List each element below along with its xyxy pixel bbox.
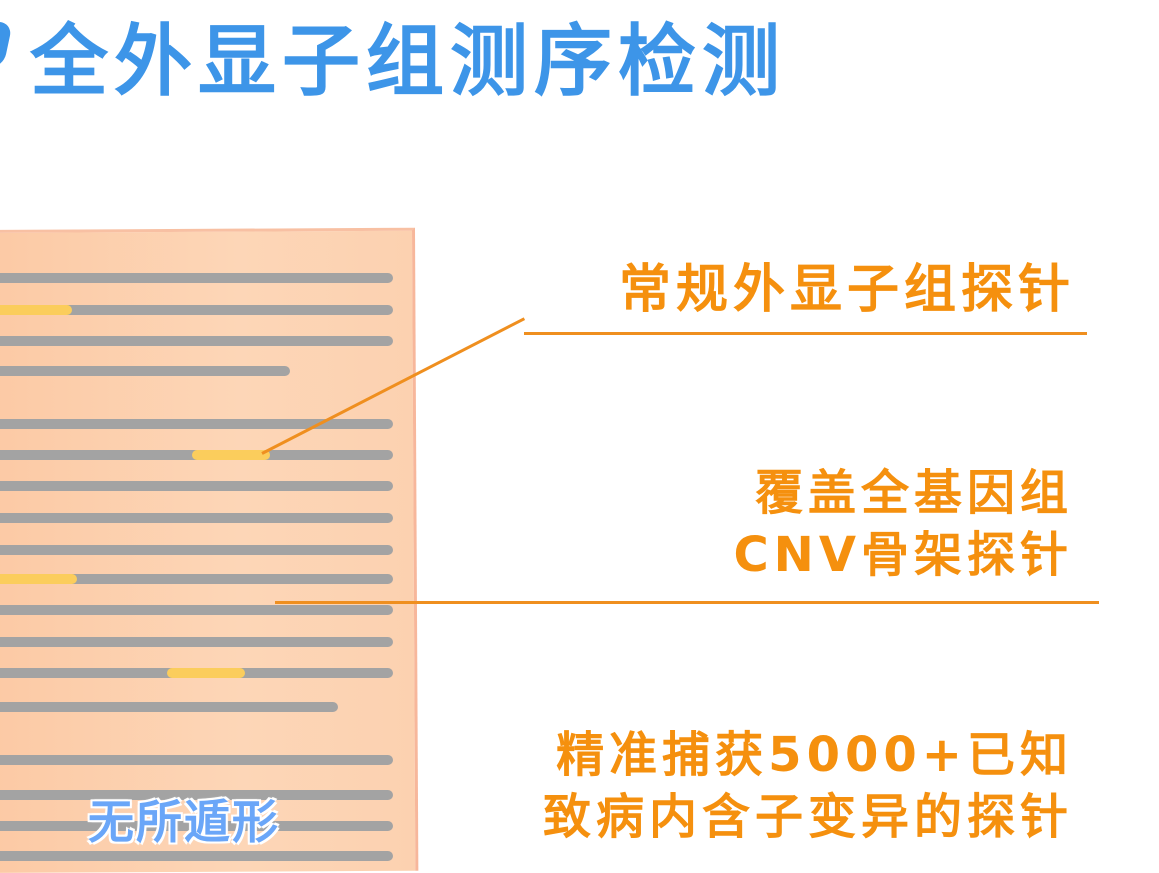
probe-line <box>0 513 393 523</box>
probe-line <box>0 419 393 429</box>
figure-caption: 无所遁形 <box>88 795 280 849</box>
leader-line-cnv <box>275 601 1099 604</box>
captured-region-highlight <box>0 305 72 315</box>
probe-line <box>0 366 290 376</box>
probe-line <box>0 821 393 831</box>
captured-region-highlight <box>192 450 270 460</box>
probe-line <box>0 336 393 346</box>
leader-line-routine-horizontal <box>524 332 1087 335</box>
probe-line <box>0 605 393 615</box>
probe-line <box>0 637 393 647</box>
probe-line <box>0 851 393 861</box>
probe-line <box>0 481 393 491</box>
probe-line <box>0 574 393 584</box>
label-routine-exome-probes: 常规外显子组探针 <box>619 256 1075 324</box>
probe-line <box>0 790 393 800</box>
label-intron-line2: 致病内含子变异的探针 <box>542 789 1073 845</box>
page-title: 全外显子组测序检测 <box>30 17 787 107</box>
probe-line <box>0 273 393 283</box>
label-intron-variant-probes: 精准捕获5000+已知 致病内含子变异的探针 <box>543 724 1073 848</box>
probe-line <box>0 545 393 555</box>
captured-region-highlight <box>167 668 245 678</box>
probe-line <box>0 755 393 765</box>
label-intron-line1: 精准捕获5000+已知 <box>556 727 1073 783</box>
captured-region-highlight <box>0 574 77 584</box>
title-accent-icon <box>0 22 13 68</box>
probe-line <box>0 305 393 315</box>
label-routine-text: 常规外显子组探针 <box>618 260 1075 320</box>
probe-line <box>0 702 338 712</box>
label-cnv-line1: 覆盖全基因组 <box>754 465 1073 521</box>
label-cnv-backbone-probes: 覆盖全基因组 CNV骨架探针 <box>733 462 1073 586</box>
label-cnv-line2: CNV骨架探针 <box>733 527 1073 583</box>
